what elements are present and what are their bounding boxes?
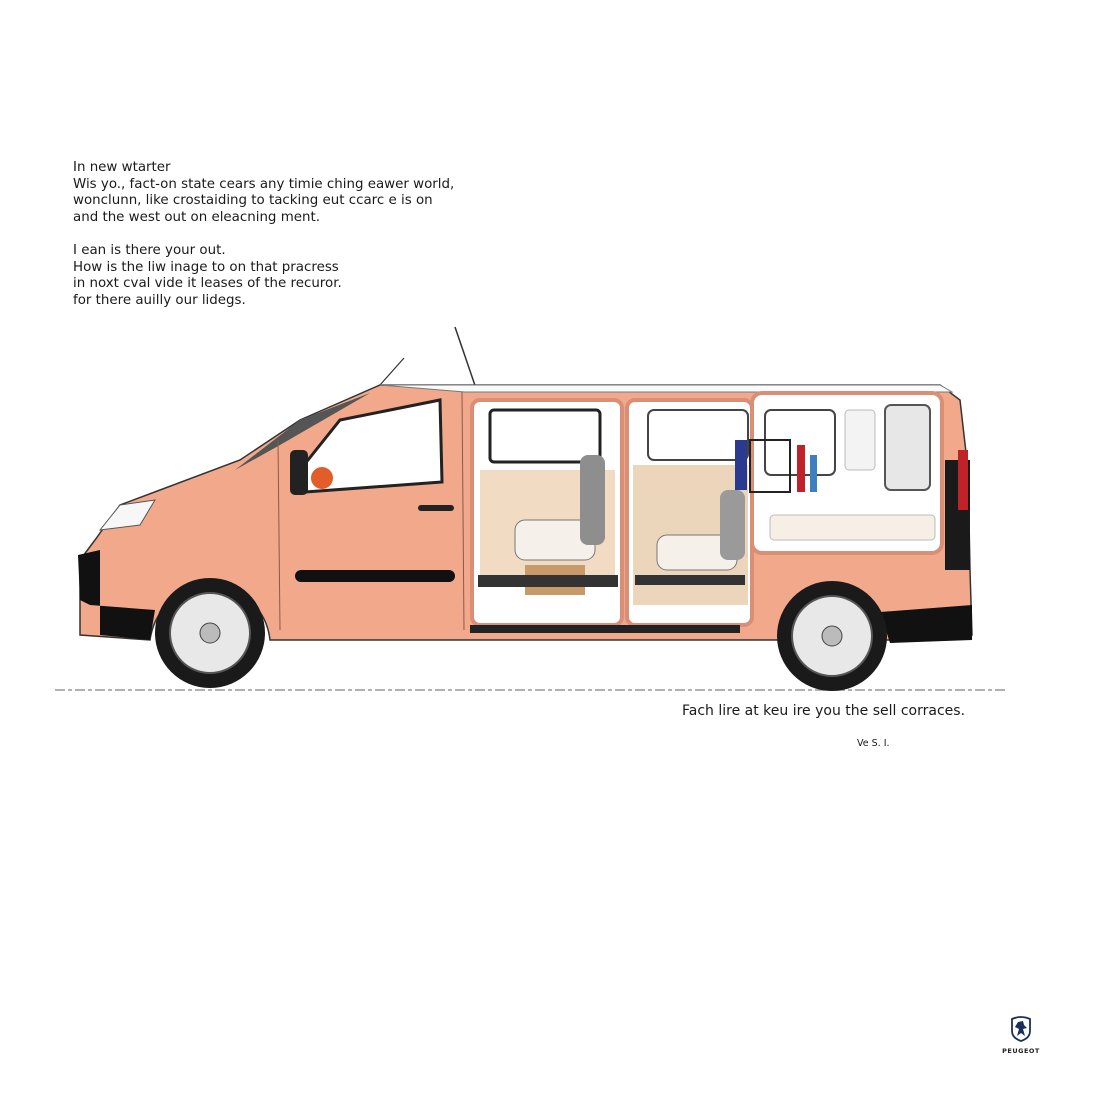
brand-name: PEUGEOT bbox=[1002, 1047, 1040, 1055]
text-line: in noxt cval vide it leases of the recur… bbox=[73, 276, 342, 292]
text-line: and the west out on eleacning ment. bbox=[73, 209, 320, 225]
peugeot-logo: PEUGEOT bbox=[996, 1016, 1046, 1055]
lion-shield-icon bbox=[1011, 1016, 1031, 1042]
rear-wheel bbox=[777, 581, 887, 691]
front-wheel bbox=[155, 578, 265, 688]
van-cutaway-illustration bbox=[55, 326, 1005, 691]
signature-text: Ve S. I. bbox=[857, 738, 890, 749]
text-line: I ean is there your out. bbox=[73, 242, 226, 258]
intro-paragraph-2: I ean is there your out. How is the liw … bbox=[73, 243, 454, 309]
intro-text: In new wtarter Wis yo., fact-on state ce… bbox=[73, 160, 454, 326]
text-line: In new wtarter bbox=[73, 160, 171, 175]
text-line: Wis yo., fact-on state cears any timie c… bbox=[73, 176, 455, 192]
caption-text: Fach lire at keu ire you the sell corrac… bbox=[682, 703, 966, 719]
text-line: for there auilly our lidegs. bbox=[73, 292, 246, 308]
intro-paragraph-1: In new wtarter Wis yo., fact-on state ce… bbox=[73, 160, 454, 226]
text-line: wonclunn, like crostaiding to tacking eu… bbox=[73, 193, 433, 209]
text-line: How is the liw inage to on that pracress bbox=[73, 259, 339, 275]
